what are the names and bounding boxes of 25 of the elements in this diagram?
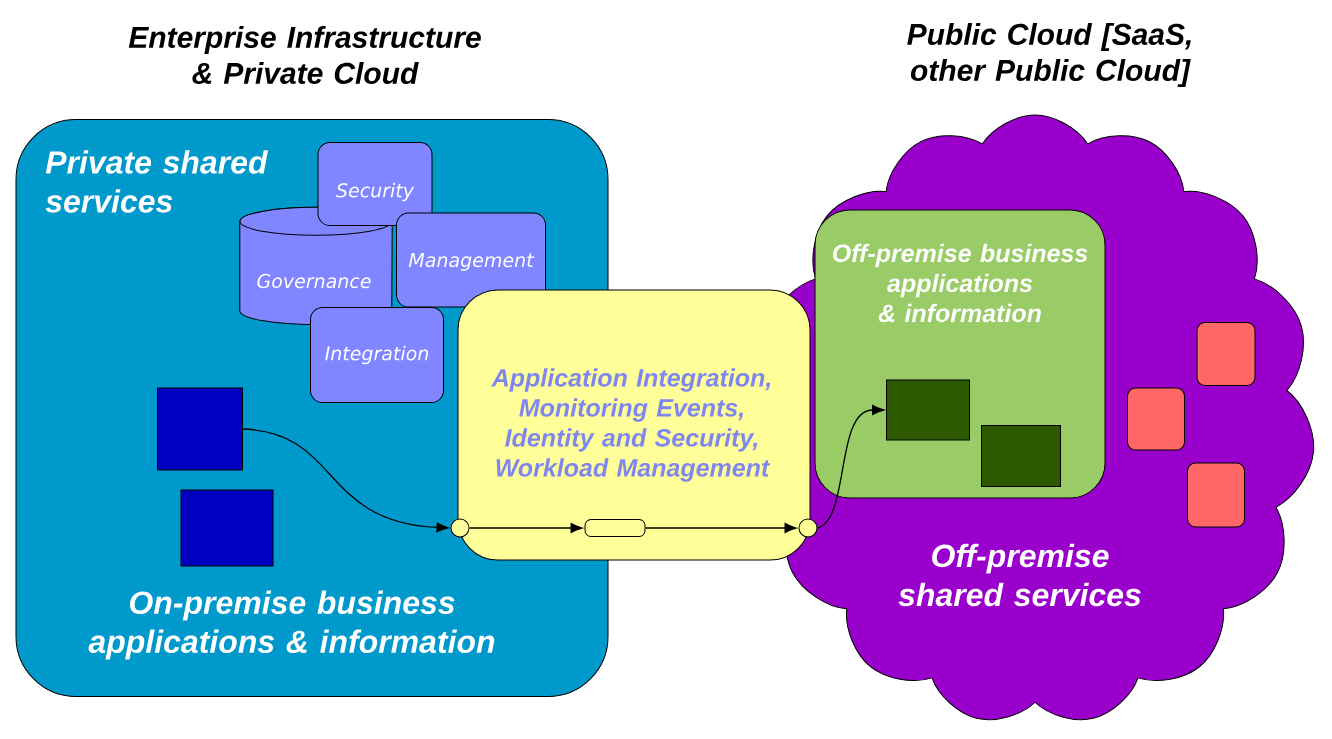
application-box [886, 379, 970, 441]
service-box [1187, 462, 1245, 528]
arrow [816, 405, 885, 529]
connector-circle [450, 518, 470, 538]
arrow [468, 523, 583, 533]
service-box [1127, 387, 1185, 451]
arrow [242, 428, 449, 533]
box-label: Security [336, 182, 415, 202]
application-box [180, 489, 274, 567]
box-label: Integration [325, 345, 429, 365]
box-label: Governance [257, 273, 371, 289]
box-label: Application Integration, Monitoring Events, Identity and Security, Workload Management [491, 368, 771, 482]
panel-label: Off-premise business applications & information [832, 243, 1088, 323]
queue-symbol [584, 519, 646, 537]
panel-label: On-premise business applications & information [88, 590, 495, 660]
service-box [1196, 322, 1256, 386]
panel-heading: Public Cloud [SaaS, other Public Cloud] [907, 23, 1191, 87]
box-label: Management [408, 253, 535, 271]
arrow [644, 523, 797, 533]
application-box [981, 425, 1061, 487]
panel-heading: Enterprise Infrastructure & Private Cloud [128, 26, 481, 85]
connector-circle [798, 518, 818, 538]
panel-label: Off-premise shared services [898, 543, 1141, 607]
panel-label: Private shared services [45, 150, 269, 213]
application-box [157, 387, 243, 471]
